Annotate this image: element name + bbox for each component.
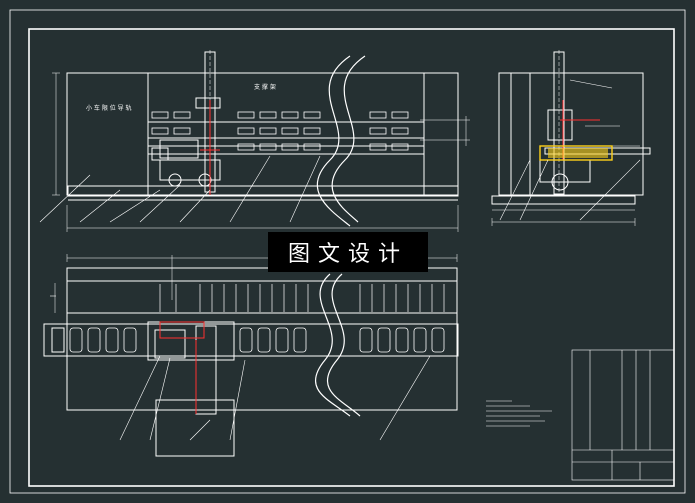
left-panel-label: 小 车 限 位 导 轨 xyxy=(86,105,132,112)
top-label: 支 撑 架 xyxy=(254,84,276,91)
chain-links xyxy=(69,327,445,353)
notes-block xyxy=(486,400,552,427)
watermark-banner: 图文设计 xyxy=(268,232,428,272)
break-curves xyxy=(314,55,366,417)
yellow-fill xyxy=(548,148,608,158)
outer-border xyxy=(9,9,686,494)
leader-lines xyxy=(39,79,641,441)
front-view xyxy=(52,50,470,232)
side-view xyxy=(491,50,651,226)
yellow-highlight xyxy=(539,145,613,161)
shelf-slots xyxy=(151,111,409,151)
plan-bars xyxy=(159,284,445,312)
inner-border xyxy=(28,28,675,487)
title-block xyxy=(571,349,675,481)
